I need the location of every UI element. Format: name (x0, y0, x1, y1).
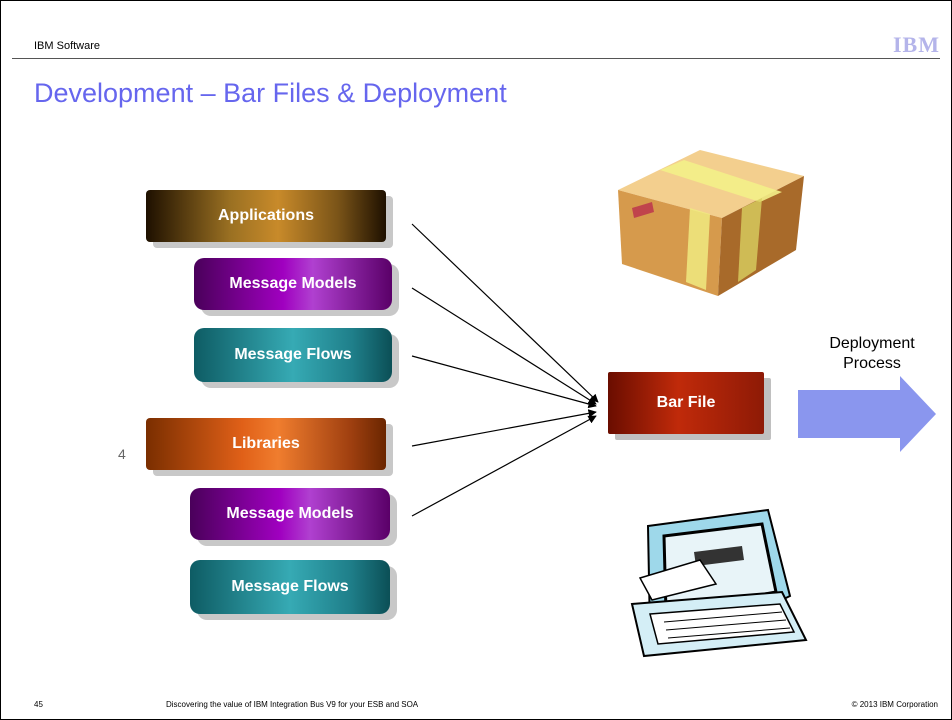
arrow-applications (411, 223, 599, 403)
arrow-library-message-models (411, 415, 597, 517)
deployment-label-line1: Deployment (829, 335, 915, 352)
message-flows-box: Message Flows (194, 328, 392, 382)
bar-file-box: Bar File (608, 372, 764, 434)
library-message-flows-box: Message Flows (190, 560, 390, 614)
message-models-box: Message Models (194, 258, 392, 310)
brand-label: IBM Software (34, 40, 101, 52)
footer-course-title: Discovering the value of IBM Integration… (166, 700, 419, 709)
slide-title: Development – Bar Files & Deployment (34, 78, 507, 108)
deployment-arrow (798, 376, 936, 452)
footer-page-number: 45 (34, 700, 43, 709)
arrow-message-flows (411, 355, 597, 409)
header-rule (12, 58, 940, 59)
deployment-label-line2: Process (843, 355, 901, 372)
applications-box: Applications (146, 190, 386, 242)
arrow-message-models (411, 287, 597, 405)
library-message-models-box: Message Models (190, 488, 390, 540)
footer-copyright: © 2013 IBM Corporation (851, 700, 938, 709)
ibm-logo: IBM (893, 32, 940, 57)
computer-terminal-icon (630, 508, 808, 658)
libraries-box: Libraries (146, 418, 386, 470)
side-number: 4 (118, 446, 126, 462)
arrow-libraries (411, 409, 597, 447)
deployment-process-label: Deployment Process (802, 334, 942, 374)
cardboard-package-icon (618, 150, 804, 296)
